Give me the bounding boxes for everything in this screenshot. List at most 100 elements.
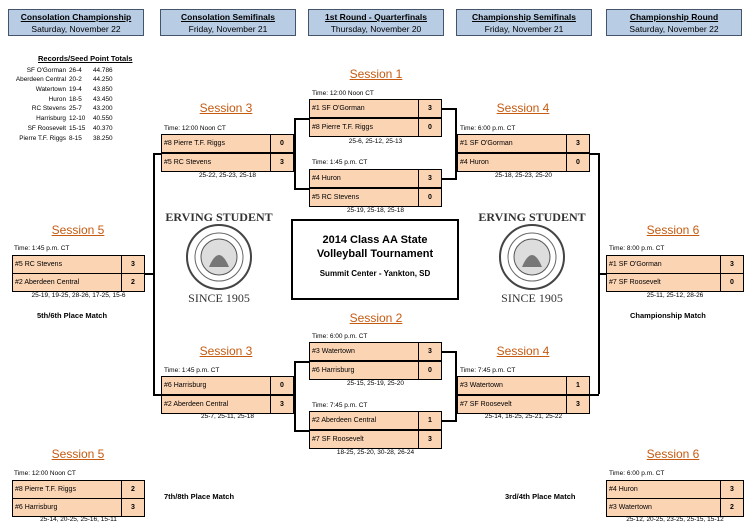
- set-scores: 25-19, 19-25, 28-26, 17-25, 15-6: [31, 292, 126, 299]
- tournament-title-line1: 2014 Class AA State: [322, 234, 428, 246]
- set-scores: 25-19, 25-18, 25-18: [346, 207, 405, 214]
- fifth-place-label: 5th/6th Place Match: [37, 311, 108, 320]
- header-title: Consolation Semifinals: [181, 12, 275, 22]
- header-date: Thursday, November 20: [330, 24, 422, 34]
- match-time: Time: 1:45 p.m. CT: [312, 159, 368, 166]
- session-5-label: Session 5: [51, 223, 105, 237]
- tournament-title-line2: Volleyball Tournament: [316, 248, 434, 260]
- bracket-line: [455, 108, 457, 178]
- bracket-line: [153, 153, 161, 155]
- session-3-label: Session 3: [199, 101, 253, 115]
- header-date: Saturday, November 22: [31, 24, 121, 34]
- match-time: Time: 12:00 Noon CT: [312, 90, 374, 97]
- session-6-label: Session 6: [646, 447, 700, 461]
- bracket-line: [145, 273, 155, 275]
- match-time: Time: 1:45 p.m. CT: [164, 367, 220, 374]
- header-title: Consolation Championship: [20, 12, 132, 22]
- bracket-line: [598, 273, 606, 275]
- bracket-line: [153, 394, 161, 396]
- bracket-line: [294, 118, 309, 120]
- sdhsaa-seal-right: SERVING STUDENTS SINCE 1905: [478, 210, 586, 305]
- bracket-line: [294, 188, 309, 190]
- seventh-place-label: 7th/8th Place Match: [164, 492, 235, 501]
- match-time: Time: 6:00 p.m. CT: [312, 333, 368, 340]
- bracket-line: [590, 153, 599, 155]
- session-4-label: Session 4: [496, 344, 550, 358]
- svg-text:SERVING STUDENTS: SERVING STUDENTS: [478, 210, 586, 224]
- sdhsaa-seal-left: SERVING STUDENTS SINCE 1905: [165, 210, 273, 305]
- header-date: Friday, November 21: [484, 24, 564, 34]
- seed-table-title: Records/Seed Point Totals: [38, 54, 133, 63]
- svg-text:SINCE 1905: SINCE 1905: [188, 291, 250, 305]
- match-time: Time: 7:45 p.m. CT: [312, 402, 368, 409]
- header-title: 1st Round - Quarterfinals: [324, 12, 427, 22]
- bracket-line: [442, 108, 457, 110]
- header-date: Friday, November 21: [188, 24, 268, 34]
- session-5-label: Session 5: [51, 447, 105, 461]
- svg-text:SINCE 1905: SINCE 1905: [501, 291, 563, 305]
- championship-label: Championship Match: [630, 311, 706, 320]
- set-scores: 25-6, 25-12, 25-13: [348, 138, 403, 145]
- set-scores: 25-11, 25-12, 28-26: [646, 292, 704, 299]
- match-time: Time: 1:45 p.m. CT: [14, 245, 70, 252]
- set-scores: 25-12, 20-25, 23-25, 25-15, 15-12: [626, 516, 724, 523]
- bracket-line: [442, 420, 457, 422]
- bracket-line: [294, 118, 296, 188]
- match-time: Time: 6:00 p.m. CT: [609, 470, 665, 477]
- header-title: Championship Round: [629, 12, 719, 22]
- bracket-line: [455, 351, 457, 420]
- bracket-line: [294, 361, 309, 363]
- session-3-label: Session 3: [199, 344, 253, 358]
- set-scores: 25-14, 20-25, 25-16, 15-11: [40, 516, 117, 523]
- set-scores: 25-7, 25-11, 25-18: [201, 413, 254, 420]
- set-scores: 25-18, 25-23, 25-20: [494, 172, 553, 179]
- bracket-line: [442, 351, 457, 353]
- tournament-venue: Summit Center - Yankton, SD: [319, 269, 431, 278]
- bracket-line: [294, 430, 309, 432]
- header-date: Saturday, November 22: [629, 24, 719, 34]
- match-time: Time: 7:45 p.m. CT: [460, 367, 516, 374]
- set-scores: 25-14, 16-25, 25-21, 25-22: [484, 413, 563, 420]
- match-time: Time: 8:00 p.m. CT: [609, 245, 665, 252]
- bracket-line: [442, 178, 457, 180]
- set-scores: 25-22, 25-23, 25-18: [198, 172, 257, 179]
- set-scores: 25-15, 25-19, 25-20: [346, 380, 405, 387]
- session-2-label: Session 2: [349, 311, 403, 325]
- session-4-label: Session 4: [496, 101, 550, 115]
- match-time: Time: 12:00 Noon CT: [164, 125, 226, 132]
- svg-text:SERVING STUDENTS: SERVING STUDENTS: [165, 210, 273, 224]
